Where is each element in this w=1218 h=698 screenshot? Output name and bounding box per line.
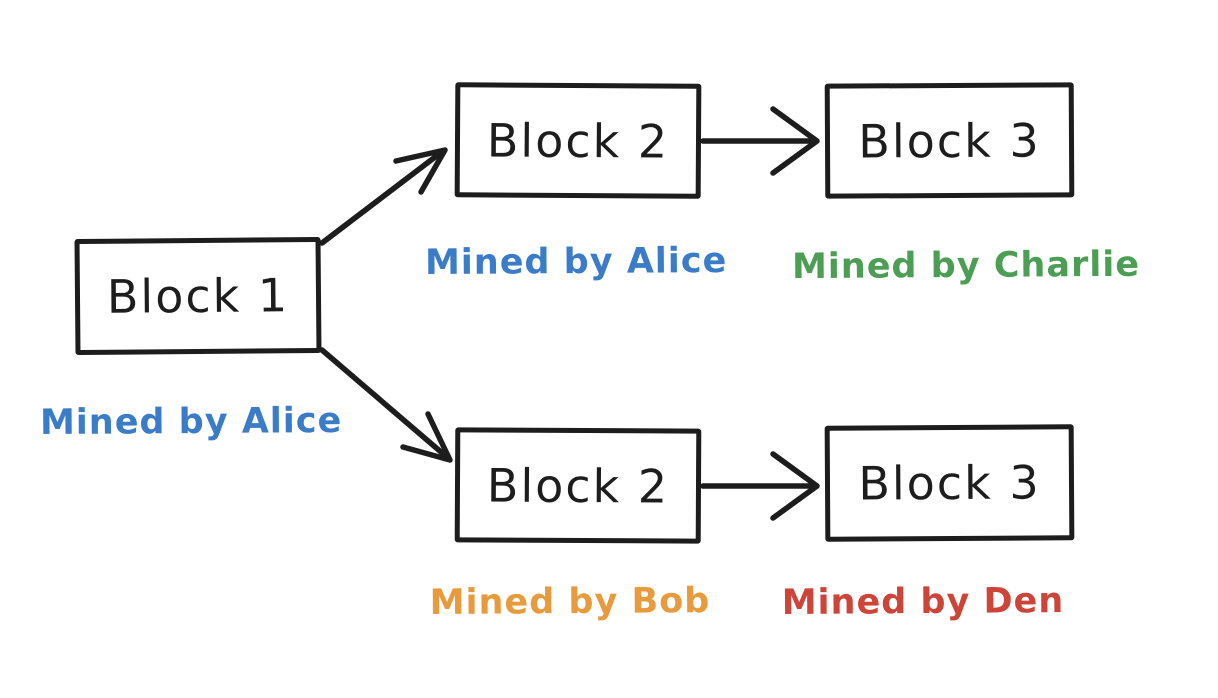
block-2-top-label: Block 2 <box>486 112 670 169</box>
block-2-bottom-node: Block 2 <box>454 427 702 544</box>
miner-label-block-1: Mined by Alice <box>39 400 343 444</box>
block-1-node: Block 1 <box>74 236 322 356</box>
arrow-block2-top-to-block3-top <box>700 106 820 176</box>
block-1-label: Block 1 <box>106 268 290 324</box>
arrow-block2-bottom-to-block3-bottom <box>700 451 820 521</box>
block-2-top-node: Block 2 <box>454 82 702 199</box>
block-3-top-node: Block 3 <box>824 82 1075 199</box>
arrow-block1-to-block2-top <box>319 147 448 246</box>
block-3-top-label: Block 3 <box>858 113 1041 168</box>
miner-label-block-2-bottom: Mined by Bob <box>429 581 711 623</box>
block-3-bottom-node: Block 3 <box>824 424 1075 542</box>
miner-label-block-3-bottom: Mined by Den <box>781 581 1065 623</box>
miner-label-block-2-top: Mined by Alice <box>424 240 728 284</box>
miner-label-block-3-top: Mined by Charlie <box>791 244 1141 288</box>
block-3-bottom-label: Block 3 <box>858 455 1041 511</box>
block-2-bottom-label: Block 2 <box>486 458 670 513</box>
